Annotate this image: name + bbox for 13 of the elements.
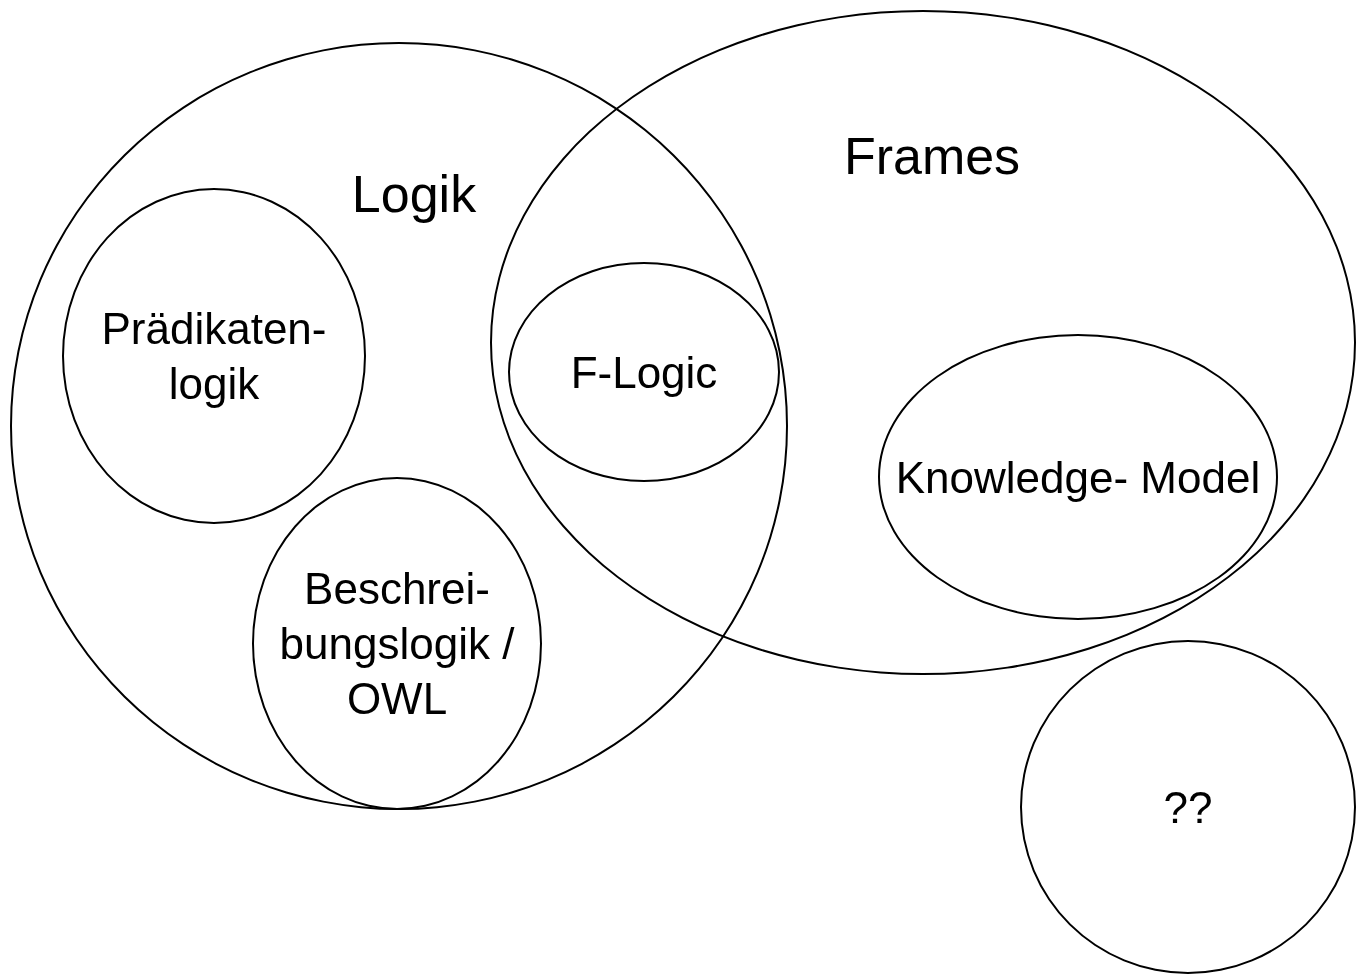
ellipse-label: ?? (1162, 781, 1214, 834)
ellipse-label: Knowledge- Model (894, 451, 1262, 504)
ellipse-label: Beschrei- bungslogik / OWL (278, 563, 516, 725)
ellipse (878, 334, 1278, 620)
ellipse (252, 477, 542, 810)
ellipse (10, 42, 788, 810)
ellipse (508, 262, 780, 482)
ellipse-label: Logik (350, 164, 478, 225)
ellipse (1020, 640, 1356, 974)
ellipse-label: Prädikaten- logik (100, 303, 328, 410)
ellipse-label: Frames (842, 126, 1022, 187)
ellipse (490, 10, 1356, 675)
ellipse-label: F-Logic (569, 346, 719, 399)
